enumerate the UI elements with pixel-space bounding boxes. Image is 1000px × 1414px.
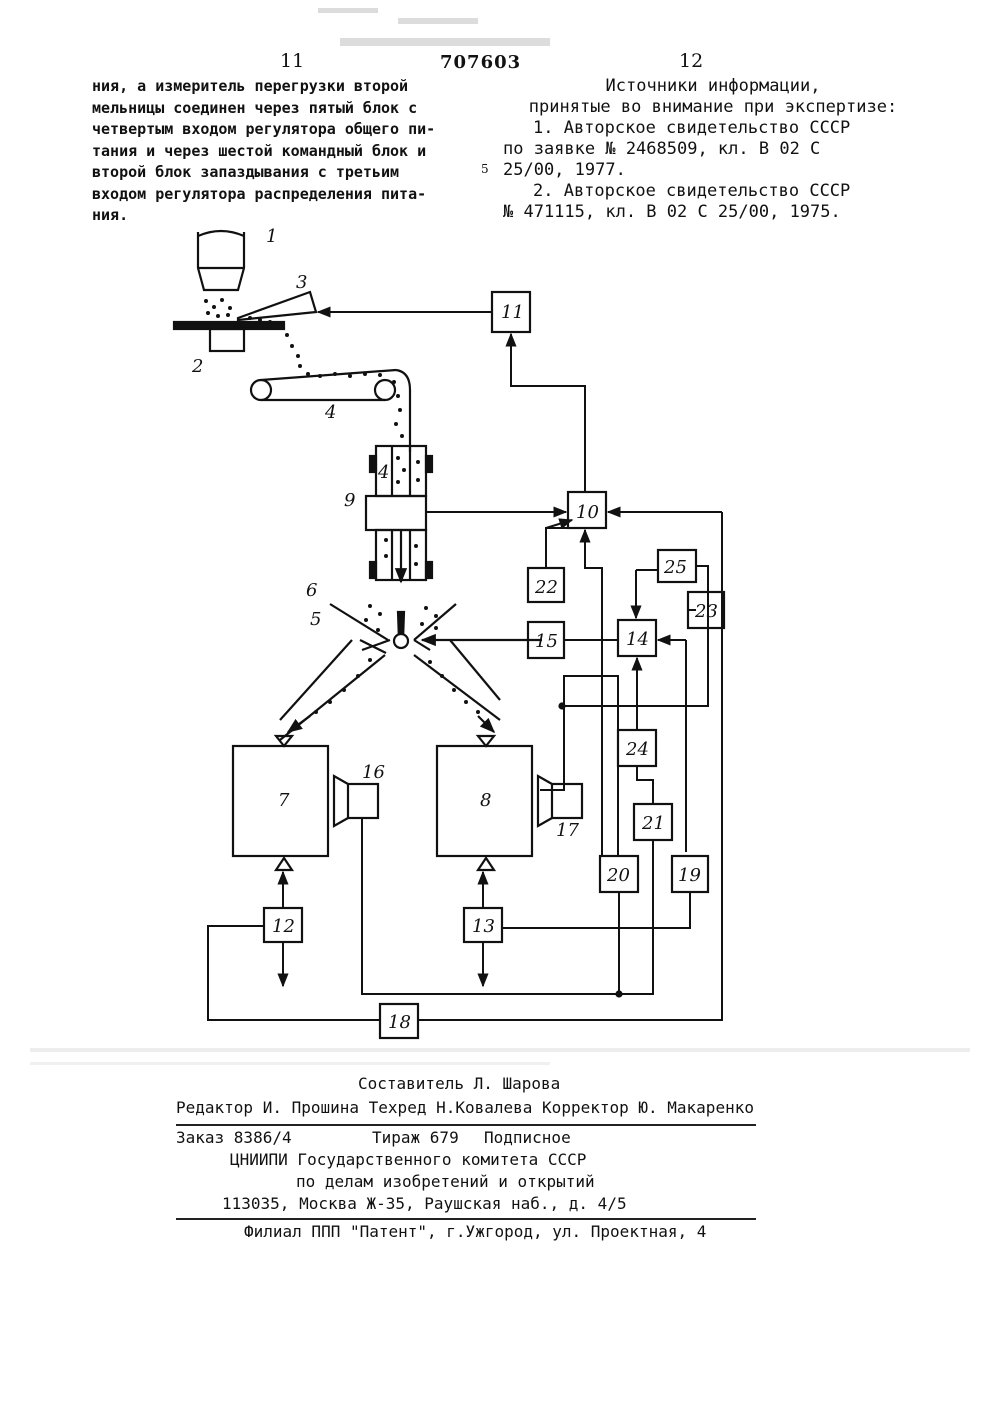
- reference-line: 1. Авторское свидетельство СССР: [503, 118, 923, 139]
- mill-outlet: [478, 858, 494, 870]
- label-6: 6: [306, 580, 317, 601]
- label-7: 7: [278, 790, 290, 811]
- text-line: мельницы соединен через пятый блок с: [92, 98, 472, 120]
- scan-noise: [30, 1062, 550, 1065]
- label-4a: 4: [324, 402, 336, 423]
- label-20: 20: [606, 865, 630, 886]
- branch-line: Филиал ППП "Патент", г.Ужгород, ул. Прое…: [244, 1222, 706, 1241]
- circulation: Тираж 679: [372, 1128, 459, 1147]
- references-subheading: принятые во внимание при экспертизе:: [503, 97, 923, 118]
- sound-sensor-16: [334, 776, 378, 826]
- divider: [176, 1218, 756, 1220]
- label-4b: 4: [377, 462, 389, 483]
- label-12: 12: [272, 916, 295, 937]
- label-8: 8: [480, 790, 491, 811]
- references-heading: Источники информации,: [503, 76, 923, 97]
- flow-arrow: [478, 716, 494, 732]
- label-15: 15: [535, 631, 558, 652]
- divider: [176, 1124, 756, 1126]
- editors-line: Редактор И. Прошина Техред Н.Ковалева Ко…: [176, 1098, 754, 1117]
- label-10: 10: [576, 502, 599, 523]
- scan-noise: [30, 1048, 970, 1052]
- scan-noise: [318, 8, 378, 13]
- scan-noise: [340, 38, 550, 46]
- label-24: 24: [625, 739, 649, 760]
- label-14: 14: [626, 629, 649, 650]
- organization-line-1: ЦНИИПИ Государственного комитета СССР: [230, 1150, 586, 1169]
- hopper: [198, 231, 244, 290]
- reference-line: 2. Авторское свидетельство СССР: [503, 181, 923, 202]
- left-column-text: ния, а измеритель перегрузки второй мель…: [92, 76, 472, 227]
- label-17: 17: [556, 820, 579, 841]
- reference-line: по заявке № 2468509, кл. В 02 С: [503, 139, 923, 160]
- text-line: входом регулятора распределения пита-: [92, 184, 472, 206]
- label-11: 11: [501, 302, 524, 323]
- page-number-right: 12: [679, 50, 703, 72]
- subscription: Подписное: [484, 1128, 571, 1147]
- page-number-left: 11: [280, 50, 304, 72]
- text-line: тания и через шестой командный блок и: [92, 141, 472, 163]
- label-18: 18: [388, 1012, 411, 1033]
- compiler-line: Составитель Л. Шарова: [358, 1074, 560, 1093]
- address-line: 113035, Москва Ж-35, Раушская наб., д. 4…: [222, 1194, 627, 1213]
- weigh-feeder: [366, 446, 432, 582]
- junction: [617, 992, 622, 997]
- reference-line: 25/00, 1977.: [503, 160, 923, 181]
- patent-number: 707603: [440, 52, 521, 73]
- label-9: 9: [344, 490, 355, 511]
- flow-arrow: [288, 716, 310, 732]
- material-particles: [204, 298, 404, 438]
- label-1: 1: [266, 226, 277, 247]
- text-line: четвертым входом регулятора общего пи-: [92, 119, 472, 141]
- label-5: 5: [310, 609, 321, 630]
- references-section: Источники информации, принятые во вниман…: [503, 76, 923, 223]
- label-21: 21: [641, 813, 665, 834]
- text-line: ния, а измеритель перегрузки второй: [92, 76, 472, 98]
- line-number: 5: [481, 162, 489, 176]
- text-line: второй блок запаздывания с третьим: [92, 162, 472, 184]
- label-19: 19: [678, 865, 701, 886]
- mill-outlet: [276, 858, 292, 870]
- order-number: Заказ 8386/4: [176, 1128, 292, 1147]
- label-25: 25: [663, 557, 687, 578]
- mill-inlet: [478, 736, 494, 746]
- label-23: 23: [694, 601, 718, 622]
- label-2: 2: [191, 356, 203, 377]
- organization-line-2: по делам изобретений и открытий: [296, 1172, 595, 1191]
- junction: [560, 704, 565, 709]
- label-16: 16: [362, 762, 385, 783]
- feeder-table: [174, 292, 316, 351]
- label-22: 22: [534, 577, 558, 598]
- label-13: 13: [472, 916, 495, 937]
- mill-control-schematic: 1 2 3 4 4 9 5 6 7 8 11 10 22 15 14 25 23…: [0, 220, 1000, 1060]
- material-particles: [314, 604, 480, 714]
- scan-noise: [398, 18, 478, 24]
- label-3: 3: [296, 272, 307, 293]
- sound-sensor-17: [538, 776, 582, 826]
